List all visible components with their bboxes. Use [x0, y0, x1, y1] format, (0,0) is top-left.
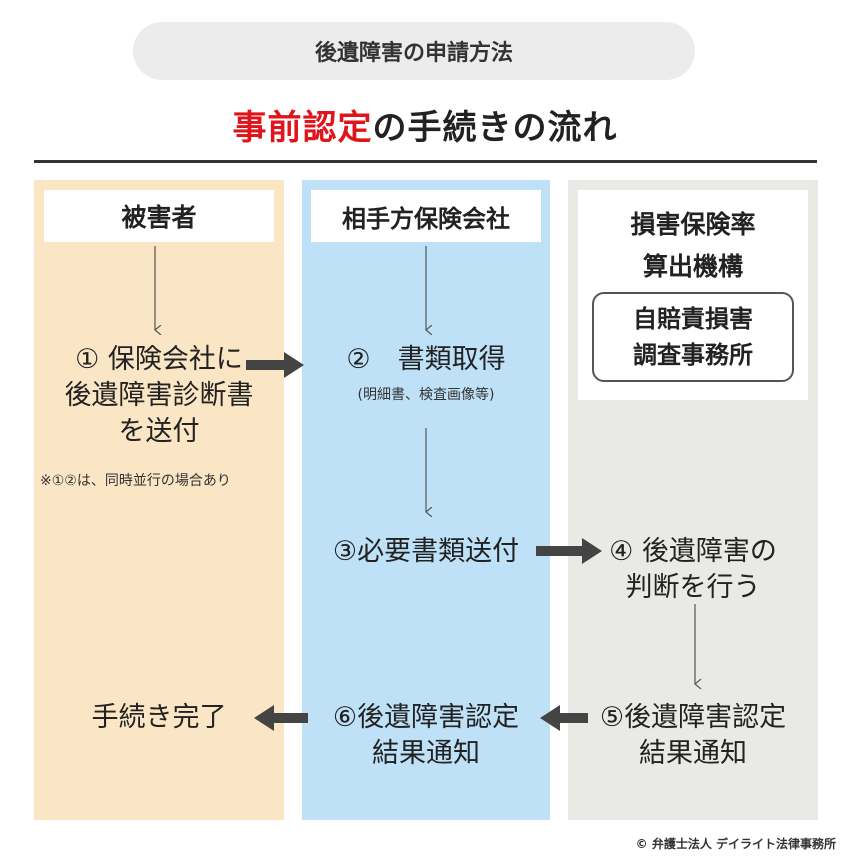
title-rest: の手続きの流れ: [372, 108, 618, 148]
step-1-note: ※①②は、同時並行の場合あり: [40, 473, 231, 489]
left-arrow-icon: [540, 705, 588, 731]
title-divider: [34, 160, 817, 163]
header-title: 後遺障害の申請方法: [314, 41, 513, 66]
step-4: ④ 後遺障害の 判断を行う: [568, 534, 818, 606]
sub-org-line: 調査事務所: [633, 341, 753, 369]
main-title: 事前認定の手続きの流れ: [0, 100, 850, 149]
step-7: 手続き完了: [34, 700, 284, 736]
step-5-line: 結果通知: [639, 738, 747, 769]
step-1-line: ① 保険会社に: [75, 344, 243, 375]
right-arrow-icon: [246, 352, 304, 378]
step-6-line: ⑥後遺障害認定: [332, 702, 520, 733]
step-1-line: を送付: [118, 416, 200, 447]
heading-line: 損害保険率: [630, 210, 756, 239]
column-victim: [34, 180, 284, 820]
step-1-line: 後遺障害診断書: [64, 380, 254, 411]
left-arrow-icon: [254, 705, 308, 731]
step-4-line: 判断を行う: [625, 572, 761, 603]
step-2-note: (明細書、検査画像等): [357, 387, 495, 403]
heading-line: 算出機構: [642, 252, 743, 281]
right-arrow-icon: [536, 538, 602, 564]
step-3: ③必要書類送付: [302, 534, 550, 570]
step-7-line: 手続き完了: [91, 702, 227, 733]
column-heading-victim: 被害者: [44, 190, 274, 242]
step-5: ⑤後遺障害認定 結果通知: [568, 700, 818, 772]
header-pill: 後遺障害の申請方法: [133, 22, 695, 80]
column-heading-insurer: 相手方保険会社: [311, 190, 541, 242]
step-1: ① 保険会社に 後遺障害診断書 を送付: [34, 342, 284, 450]
step-2: ② 書類取得: [302, 342, 550, 378]
title-accent: 事前認定: [232, 108, 373, 148]
step-5-line: ⑤後遺障害認定: [599, 702, 787, 733]
step-6-line: 結果通知: [372, 738, 480, 769]
sub-org-line: 自賠責損害: [633, 305, 753, 333]
step-2-line: ② 書類取得: [346, 344, 506, 375]
step-4-line: ④ 後遺障害の: [609, 536, 777, 567]
sub-org-box: 自賠責損害 調査事務所: [592, 292, 794, 382]
copyright-credit: © 弁護士法人 デイライト法律事務所: [635, 837, 836, 851]
step-6: ⑥後遺障害認定 結果通知: [302, 700, 550, 772]
step-3-line: ③必要書類送付: [332, 536, 520, 567]
